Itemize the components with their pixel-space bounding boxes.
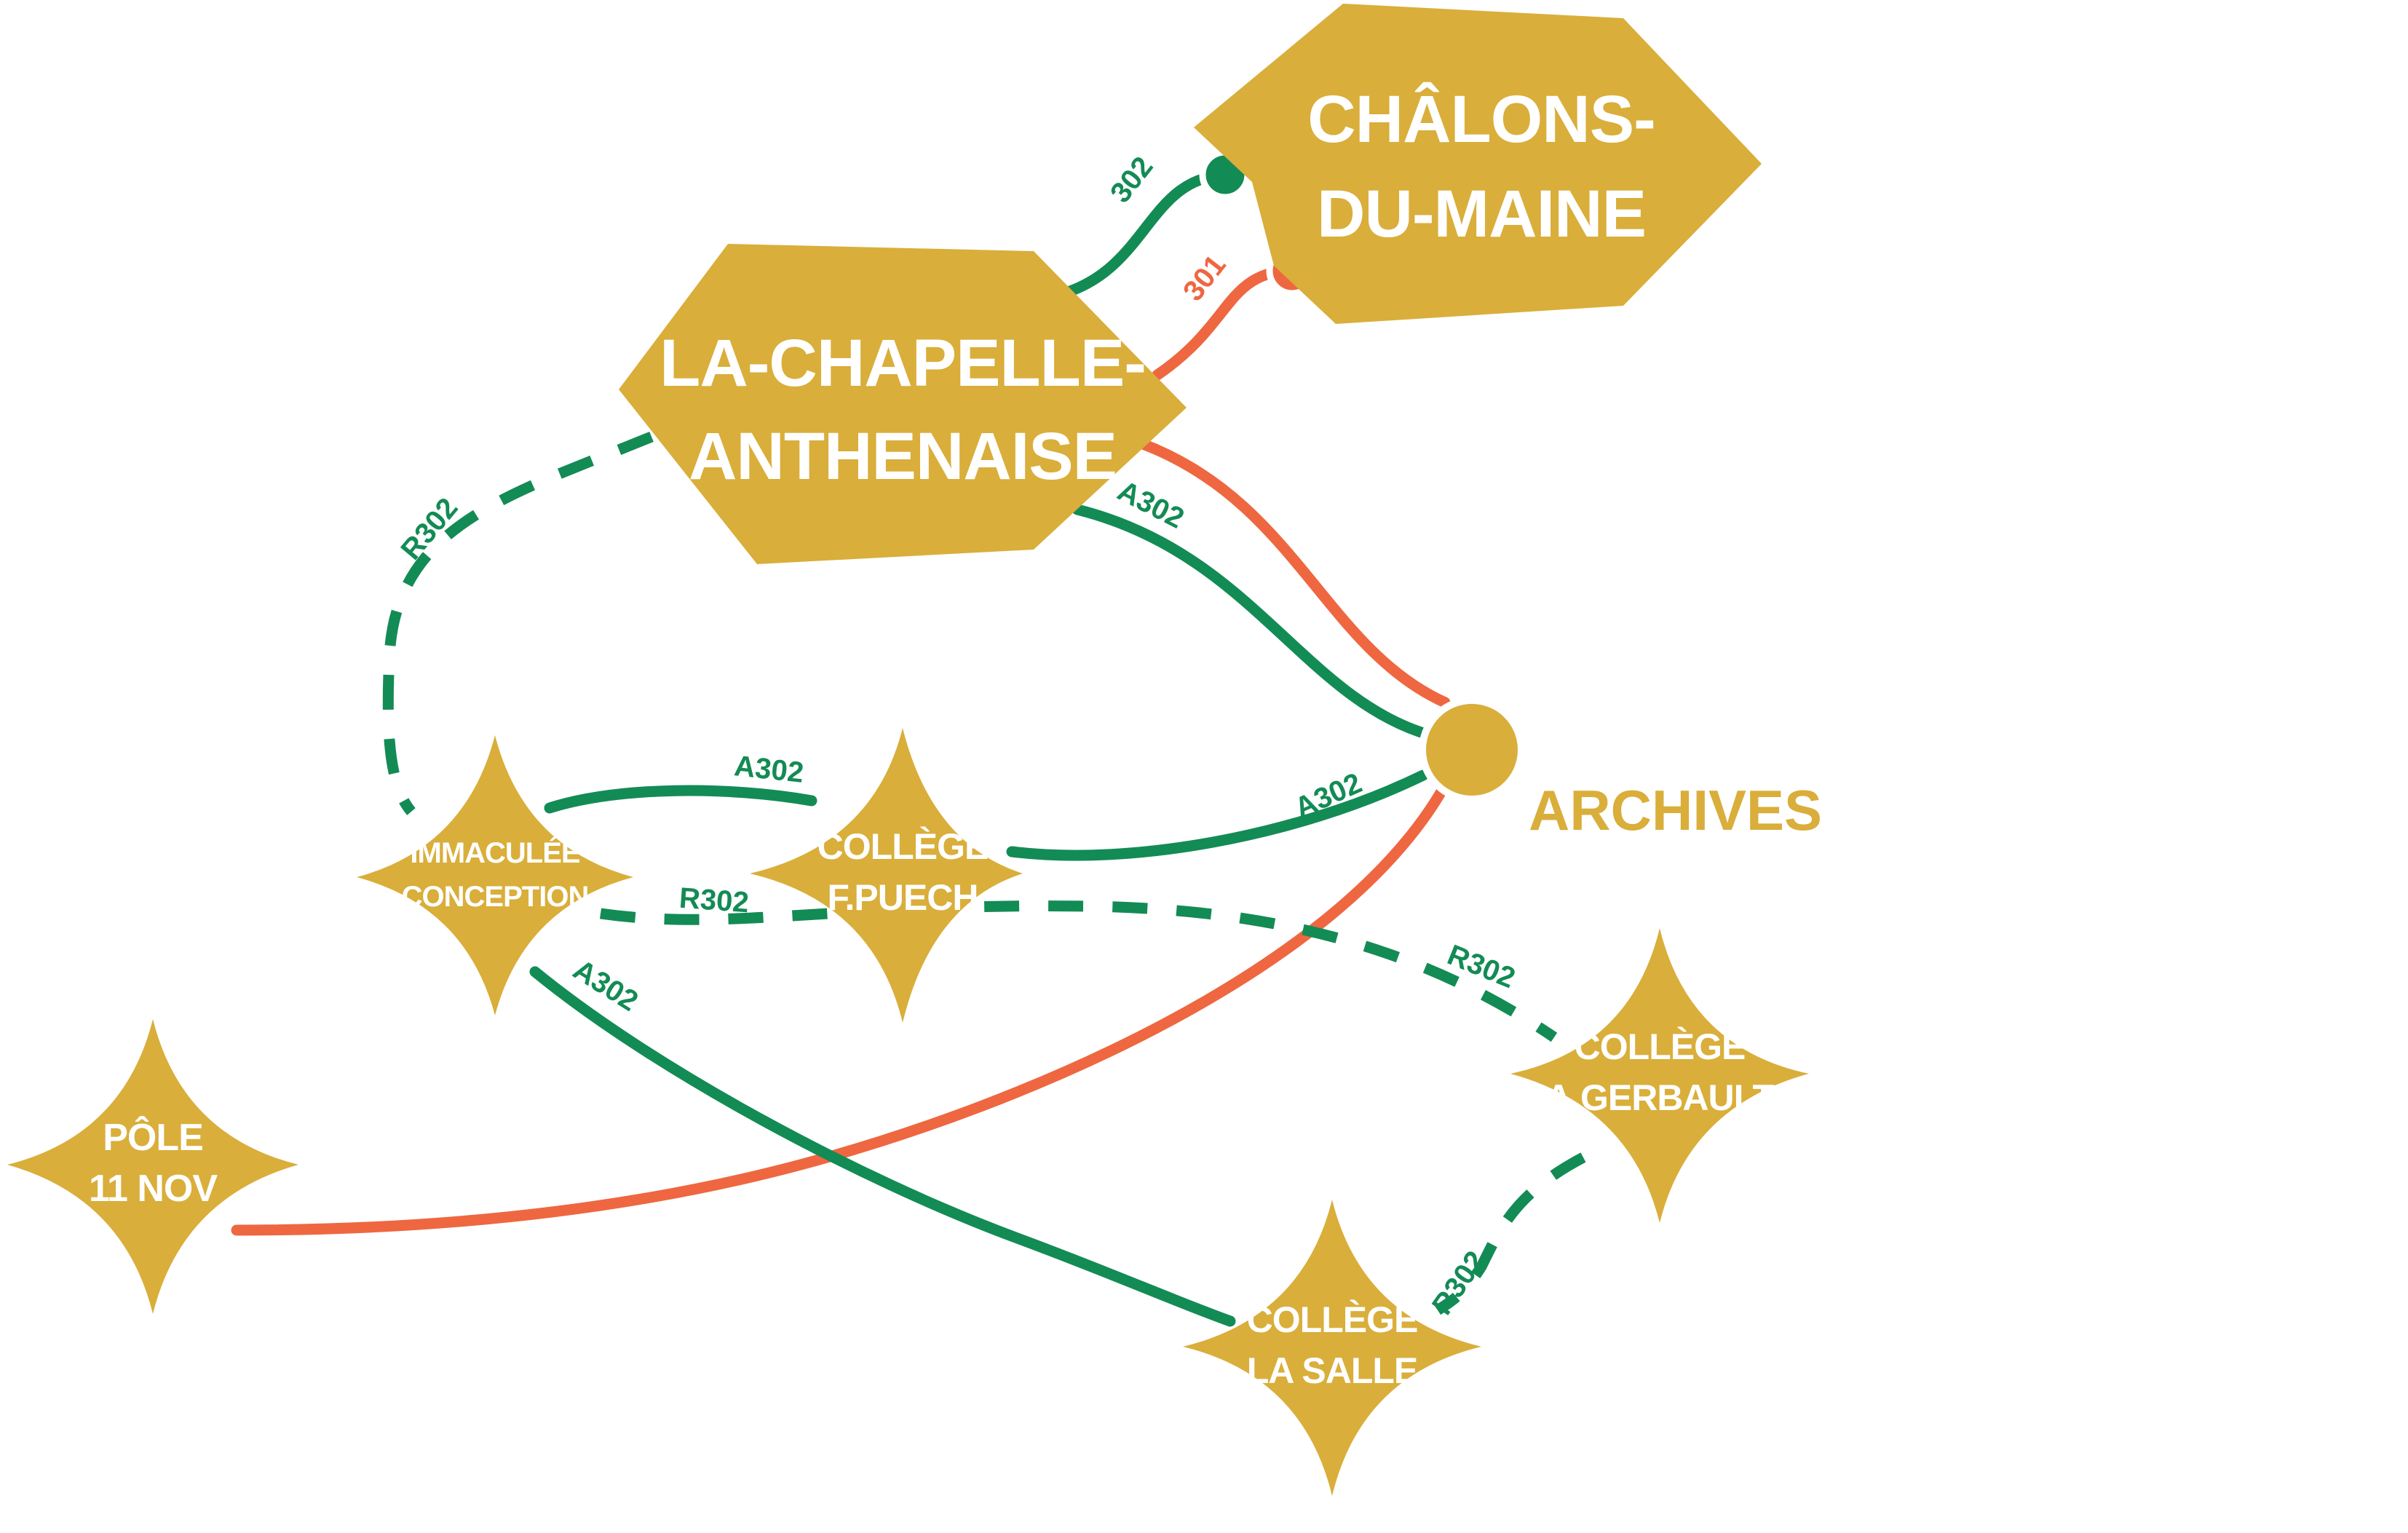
pole-label-line1: PÔLE [103,1116,203,1159]
route-r302-gerbault-lasalle [1434,1152,1586,1315]
route-r302-label-puech: R302 [678,882,750,919]
archives-circle-marker [1419,697,1525,803]
chapelle-hexagon-shape [619,244,1187,564]
chalons-hexagon-shape [1194,4,1762,324]
stop-la-chapelle-anthenaise[interactable]: LA-CHAPELLE- ANTHENAISE [619,244,1187,564]
puech-diamond-shape [750,728,1023,1023]
stop-college-a-gerbault[interactable]: COLLÈGE A.GERBAULT [1510,928,1809,1223]
gerbault-label-line2: A.GERBAULT [1545,1077,1775,1118]
stop-chalons-du-maine[interactable]: CHÂLONS- DU-MAINE [1194,4,1762,324]
route-a302-archives-puech [1006,769,1429,861]
route-301-chapelle-archives [1137,438,1451,708]
dashed-route-lines [382,432,1586,1315]
route-a302-label-immaculee-puech: A302 [733,750,806,789]
stop-pole-11-nov[interactable]: PÔLE 11 NOV [7,1019,298,1314]
lasalle-label-line1: COLLÈGE [1247,1299,1418,1340]
chapelle-label-line1: LA-CHAPELLE- [660,326,1146,400]
gerbault-label-line1: COLLÈGE [1575,1026,1746,1067]
archives-label: ARCHIVES [1529,778,1822,842]
pole-diamond-shape [7,1019,298,1314]
chalons-label-line2: DU-MAINE [1317,177,1646,251]
puech-label-line1: COLLÈGE [817,826,989,867]
route-r302-immaculee-gerbault [599,900,1558,1042]
stop-immaculee-conception[interactable]: IMMACULÉE CONCEPTION [357,735,633,1015]
route-a302-puech-immaculee [544,785,817,814]
lasalle-label-line2: LA SALLE [1247,1350,1418,1391]
stop-college-la-salle[interactable]: COLLÈGE LA SALLE [1183,1200,1481,1496]
stop-archives[interactable]: ARCHIVES [1419,697,1822,842]
route-301-label: 301 [1177,249,1232,307]
lasalle-diamond-shape [1183,1200,1481,1496]
route-a302-immaculee-lasalle [529,966,1236,1327]
immaculee-label-line2: CONCEPTION [402,881,589,913]
immaculee-label-line1: IMMACULÉE [410,836,580,869]
immaculee-diamond-shape [357,735,633,1015]
stop-college-f-puech[interactable]: COLLÈGE F.PUECH [750,728,1023,1023]
pole-label-line2: 11 NOV [89,1168,218,1210]
chapelle-label-line2: ANTHENAISE [689,419,1117,494]
route-a302-chapelle-archives [1072,504,1436,741]
route-r302-chapelle-immaculee [382,432,654,815]
route-302-label: 302 [1104,151,1160,209]
puech-label-line2: F.PUECH [828,877,978,918]
gerbault-diamond-shape [1510,928,1809,1223]
chalons-label-line1: CHÂLONS- [1307,82,1655,157]
